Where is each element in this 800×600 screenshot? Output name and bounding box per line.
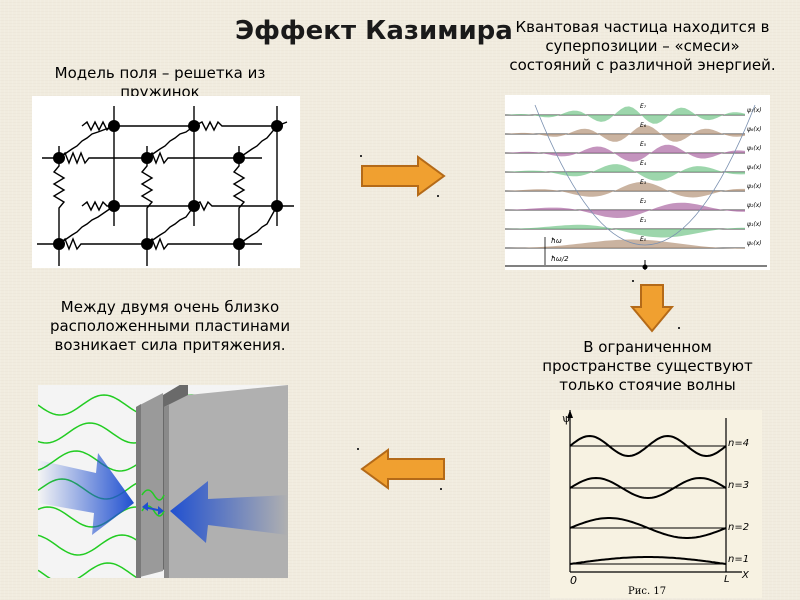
energy-label: E₇	[640, 103, 646, 110]
psi-label: ψ₀(x)	[747, 240, 762, 247]
left-arrow-icon	[358, 448, 446, 490]
standing-wave-mode	[570, 557, 726, 564]
quantum-caption: Квантовая частица находится в суперпозиц…	[505, 18, 780, 75]
energy-label: E₃	[640, 179, 646, 186]
wavefunction-band	[505, 225, 745, 238]
mode-label-n1: n=1	[728, 554, 749, 565]
psi-label: ψ₅(x)	[747, 145, 762, 152]
mode-label-n2: n=2	[728, 522, 749, 533]
plates-caption: Между двумя очень близко расположенными …	[30, 298, 310, 355]
psi-label: ψ₃(x)	[747, 183, 762, 190]
field-wave	[38, 395, 137, 415]
quantum-oscillator-image: ħω ħω/2 E₇ ψ₇(x) E₆ ψ₆(x) E₅ ψ₅(x) E₄ ψ₄(x) E₃ ψ₃…	[505, 95, 770, 270]
psi-label: ψ₄(x)	[747, 164, 762, 171]
psi-label: ψ₁(x)	[747, 221, 762, 228]
energy-label: E₄	[640, 160, 646, 167]
psi-label: ψ₆(x)	[747, 126, 762, 133]
right-arrow-icon	[360, 155, 448, 197]
field-wave	[38, 563, 137, 578]
standing-caption: В ограниченном пространстве существуют т…	[540, 338, 755, 395]
casimir-plates-image	[38, 385, 288, 578]
wavefunction-band	[505, 240, 745, 249]
hw2-label: ħω/2	[551, 255, 569, 263]
standing-waves-image: ψ 0 L X n=4 n=3 n=2 n=1 Рис. 17	[550, 410, 762, 598]
energy-label: E₀	[640, 236, 646, 243]
down-arrow-icon	[630, 283, 674, 335]
energy-label: E₁	[640, 217, 646, 224]
wavefunction-band	[505, 182, 745, 198]
hw-label: ħω	[551, 237, 562, 245]
figure-caption: Рис. 17	[628, 586, 666, 597]
energy-label: E₆	[640, 122, 646, 129]
energy-label: E₅	[640, 141, 646, 148]
psi-label: ψ₇(x)	[747, 107, 762, 114]
spring-lattice-image	[32, 96, 300, 268]
mode-label-n4: n=4	[728, 438, 749, 449]
wavefunction-band	[505, 203, 745, 218]
slide-title: Эффект Казимира	[235, 16, 513, 46]
mode-label-n3: n=3	[728, 480, 749, 491]
field-wave	[38, 423, 137, 443]
wavefunction-band	[505, 125, 745, 142]
end-label: L	[724, 574, 730, 585]
field-wave	[38, 535, 137, 555]
energy-label: E₂	[640, 198, 646, 205]
psi-axis-label: ψ	[562, 412, 571, 425]
psi-label: ψ₂(x)	[747, 202, 762, 209]
wavefunction-band	[505, 164, 745, 181]
origin-label: 0	[570, 574, 577, 587]
x-axis-label: X	[742, 570, 749, 581]
